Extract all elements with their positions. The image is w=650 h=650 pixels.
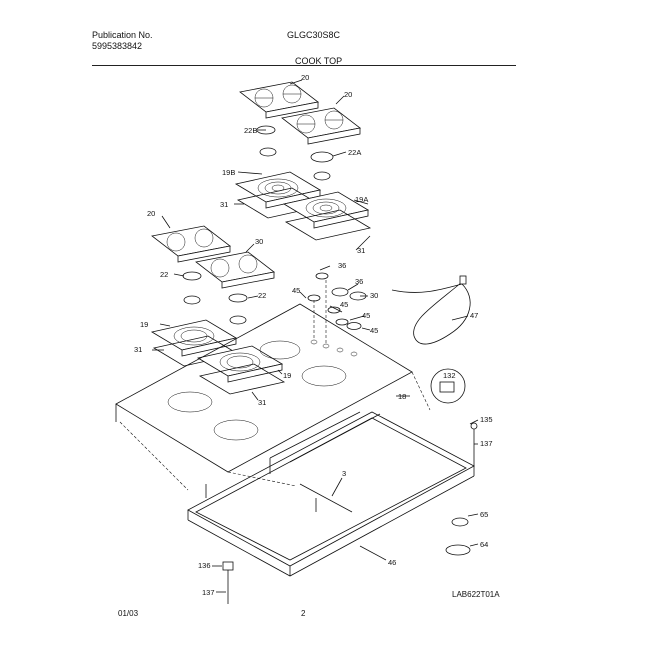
callout: 65 [480,510,488,519]
callout: 137 [202,588,215,597]
callout: 19B [222,168,235,177]
footer-page-number: 2 [301,609,306,618]
callout: 64 [480,540,488,549]
callout: 31 [357,246,365,255]
callout: 36 [355,277,363,286]
callout: 3 [342,469,346,478]
burner-cap-22 [228,293,248,303]
burner-head [229,315,247,325]
burner-head [183,295,201,305]
callout: 20 [344,90,352,99]
burner-box [119,371,475,577]
callout: 22 [160,270,168,279]
callout: 19A [355,195,368,204]
burner-head [259,147,277,157]
callout: 20 [301,73,309,82]
callout: 19 [283,371,291,380]
section-title: COOK TOP [295,56,343,66]
callout: 19 [140,320,148,329]
callout: 47 [470,311,478,320]
grate-top-pair [239,81,361,145]
callout: 30 [255,237,263,246]
control-module [439,381,455,393]
callout: 137 [480,439,493,448]
callout: 18 [398,392,406,401]
callout: 22A [348,148,361,157]
burner-head [313,171,331,181]
callout: 45 [292,286,300,295]
callout: 45 [362,311,370,320]
mount-bracket [222,561,234,571]
control-knobs [307,272,367,357]
callout: 22B [244,126,257,135]
leveling-foot-65 [451,517,469,527]
callout: 30 [370,291,378,300]
drawing-code: LAB622T01A [452,590,500,599]
drip-pan-lower-right [196,345,286,395]
callout: 22 [258,291,266,300]
leveling-foot-64 [445,544,471,556]
publication-label: Publication No. [92,30,153,40]
callout: 136 [198,561,211,570]
callout: 132 [443,371,456,380]
cord-plug [459,275,467,285]
callout: 45 [370,326,378,335]
callout: 36 [338,261,346,270]
burner-cap-22 [182,271,202,281]
drip-pan-lower-left [150,319,240,367]
publication-number: 5995383842 [92,41,143,51]
drip-pan-upper-left [234,171,324,219]
callout: 20 [147,209,155,218]
header-rule [92,65,516,66]
power-cord [391,281,471,345]
grate-middle-pair [151,225,275,289]
callout: 135 [480,415,493,424]
burner-cap-22a [310,151,334,163]
callout-labels: 20 20 22B 22A 19B 31 19A 20 30 31 22 36 … [134,73,493,597]
leader-lines [152,79,479,593]
drip-pan-upper-right [282,191,372,241]
callout: 31 [258,398,266,407]
callout: 31 [134,345,142,354]
footer-date: 01/03 [118,609,139,618]
callout: 46 [388,558,396,567]
model-number: GLGC30S8C [287,30,341,40]
callout: 45 [340,300,348,309]
callout: 31 [220,200,228,209]
